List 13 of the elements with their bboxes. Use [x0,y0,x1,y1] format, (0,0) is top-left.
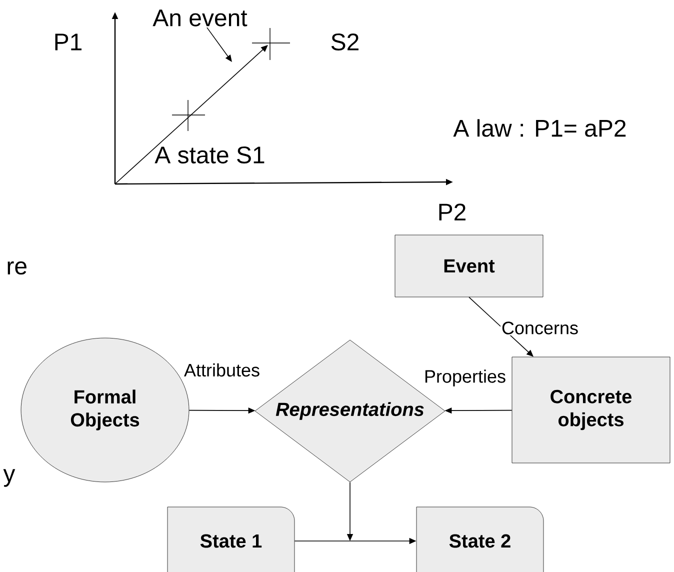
state-box: State 2 [416,506,544,572]
law-text: A law : P1= aP2 [453,119,626,137]
point-label: A state S1 [154,146,264,164]
state-box: State 1 [167,506,295,572]
point-label: S2 [331,34,358,50]
annotation-text: An event [152,10,248,26]
fragment-text: y [3,469,16,487]
coordinate-label: P1 [55,34,82,50]
event-box: Event [394,234,544,298]
object-box: Concrete objects [512,356,670,464]
fragment-text: re [8,261,26,275]
edge-label: Concerns [502,322,578,334]
leader-arrow [206,27,232,62]
